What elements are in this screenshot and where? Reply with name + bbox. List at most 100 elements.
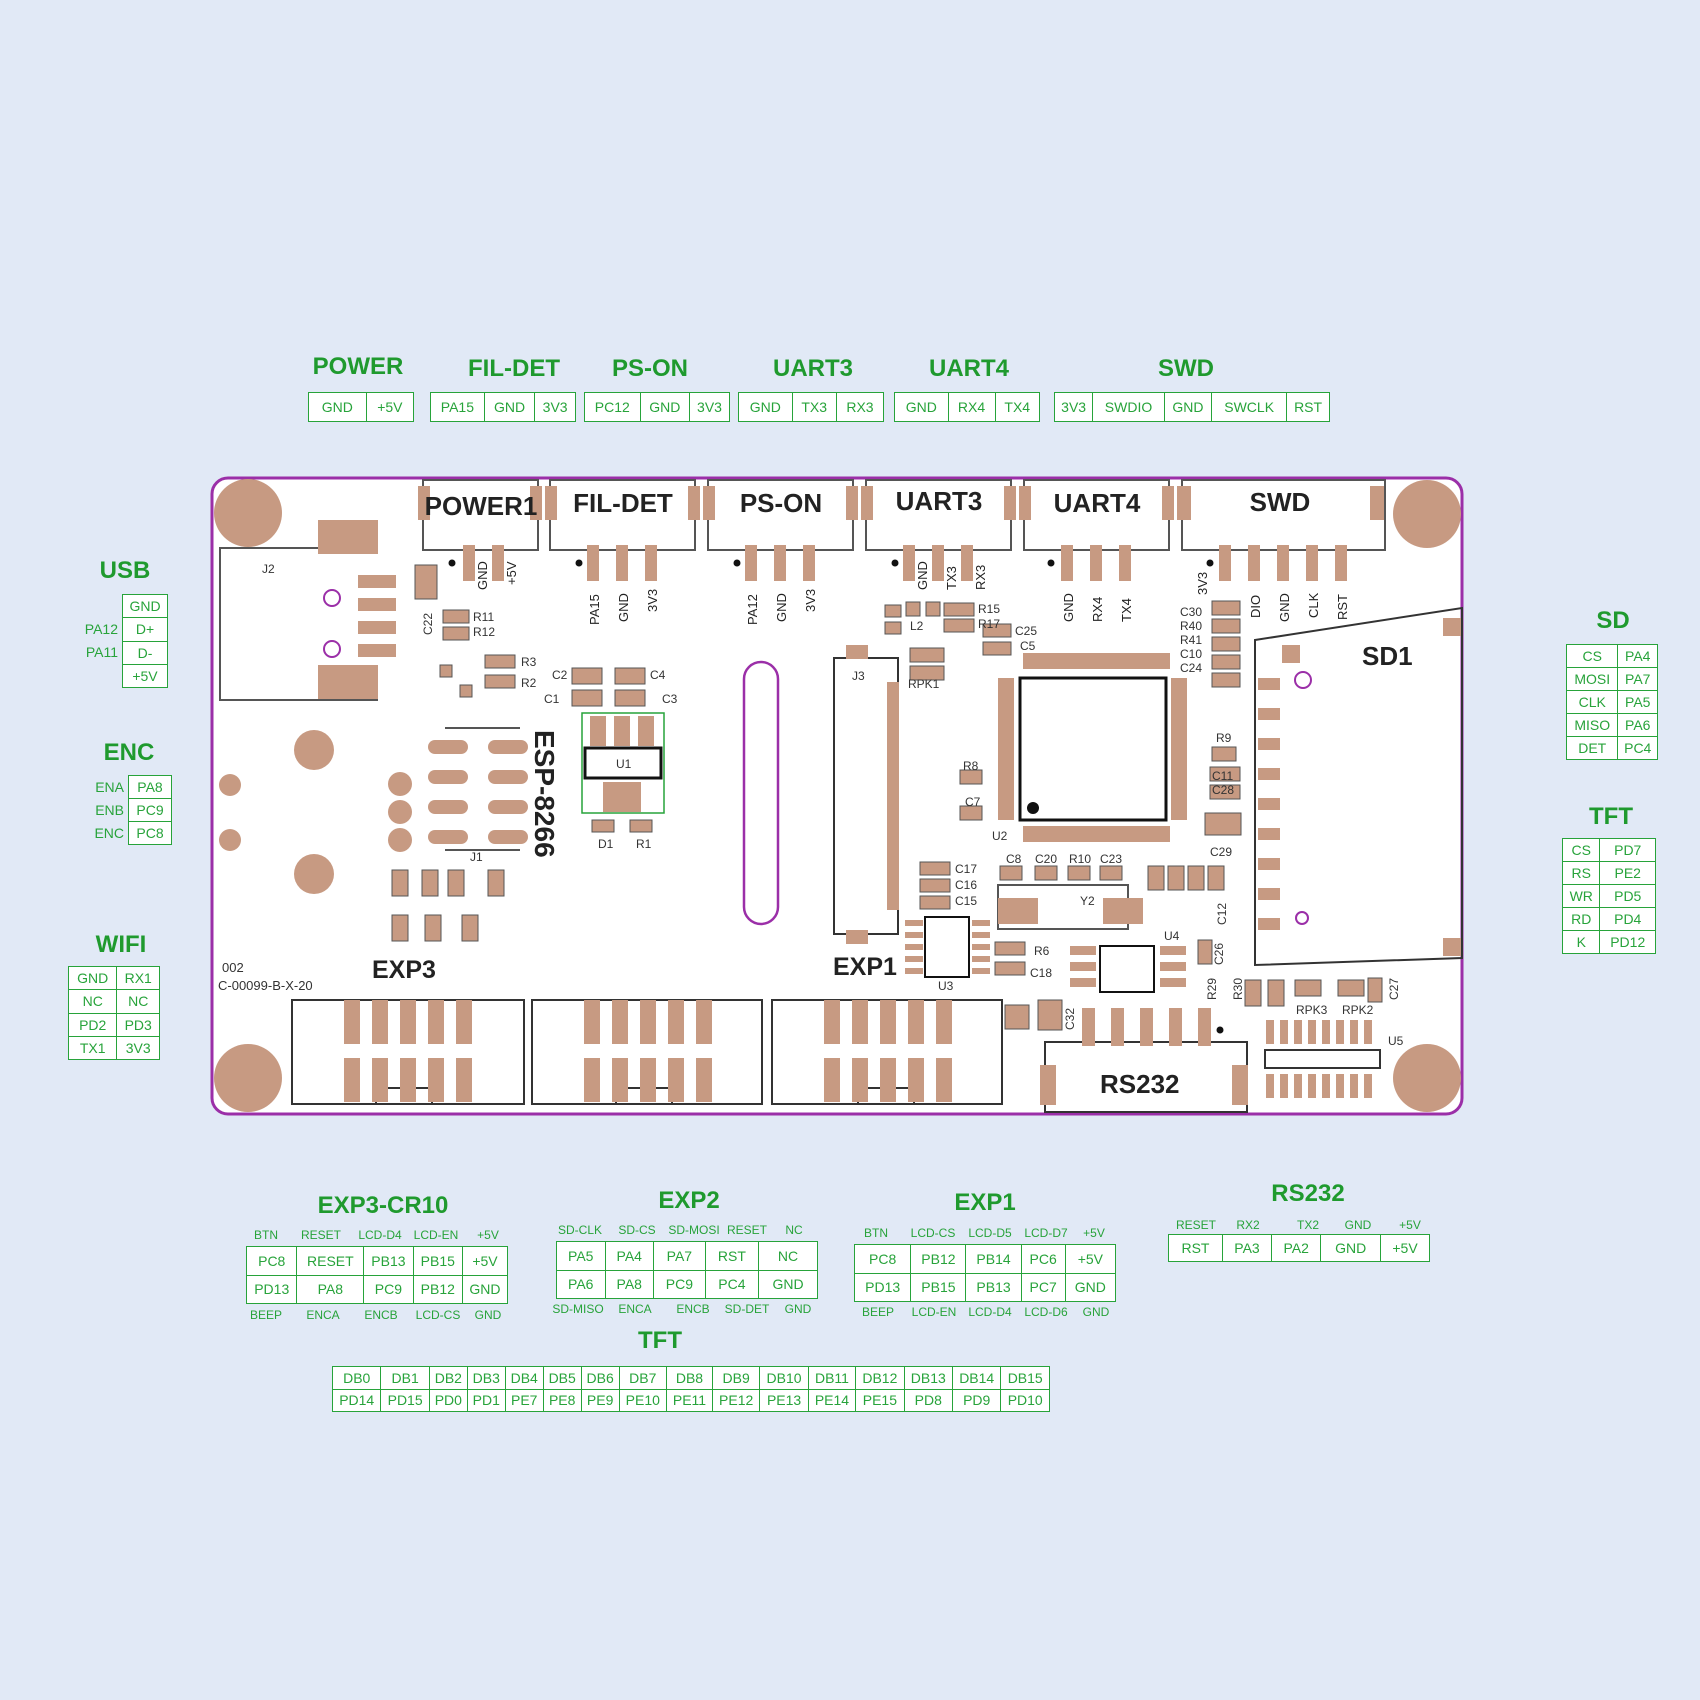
exp3-bottom-label: GND (474, 1308, 502, 1322)
exp1-top-label: LCD-D5 (968, 1226, 1012, 1240)
pin-cell: DB1 (380, 1366, 430, 1390)
swd-connector-title: SWD (1158, 355, 1214, 382)
mounting-hole (1393, 1044, 1461, 1112)
ref-r11: R11 (473, 610, 494, 624)
ref-c7: C7 (965, 795, 981, 809)
pin-cell: PD7 (1599, 838, 1656, 862)
ref-j2: J2 (262, 562, 275, 576)
pin-cell: SWCLK (1211, 392, 1288, 422)
pin-cell: PD9 (951, 1388, 1002, 1412)
wifi-connector-title: WIFI (95, 931, 147, 958)
ref-r15: R15 (978, 602, 1000, 616)
header-label-uart4: UART4 (1054, 488, 1141, 518)
rs232-title: RS232 (1271, 1180, 1345, 1207)
pin-cell: PD3 (116, 1012, 160, 1037)
header-label-uart3: UART3 (896, 486, 983, 516)
pin-label: 3V3 (803, 589, 818, 612)
pin-cell: PA8 (604, 1269, 654, 1299)
pin-cell: 3V3 (534, 392, 576, 422)
pin-cell: 3V3 (689, 392, 730, 422)
pin-cell: GND (639, 392, 691, 422)
pin-label: GND (475, 561, 490, 590)
pin-cell: DB13 (903, 1366, 954, 1390)
exp3-top-label: RESET (300, 1228, 341, 1242)
pin-cell: DB9 (711, 1366, 761, 1390)
pin-cell: RST (704, 1241, 760, 1271)
enc-pin-table: PA8 PC9 PC8 (128, 775, 172, 845)
pin-cell: D- (122, 640, 168, 665)
pin-label: GND (774, 593, 789, 622)
ref-c8: C8 (1006, 852, 1022, 866)
pin-cell: GND (461, 1274, 509, 1304)
pin-cell: NC (758, 1241, 818, 1271)
part-number-line-1: 002 (222, 960, 244, 975)
exp3-bottom-label: ENCB (364, 1308, 398, 1322)
ref-rpk2: RPK2 (1342, 1003, 1374, 1017)
pin-cell: PB12 (910, 1244, 967, 1274)
ref-r6: R6 (1034, 944, 1050, 958)
ref-c28: C28 (1212, 783, 1234, 797)
pin-label: RX4 (1090, 597, 1105, 622)
exp2-bottom-label: ENCA (618, 1302, 652, 1316)
uart3-connector-title: UART3 (772, 355, 853, 382)
pin-cell: PD8 (903, 1388, 954, 1412)
ref-c30: C30 (1180, 605, 1202, 619)
sd1-label: SD1 (1362, 641, 1413, 671)
exp3-bottom-label: ENCA (306, 1308, 340, 1322)
ref-c3: C3 (662, 692, 678, 706)
exp2-top-label: SD-CS (618, 1223, 656, 1237)
pin-cell: PC9 (128, 798, 172, 822)
ref-c15: C15 (955, 894, 977, 908)
power-pin-table: GND+5V (308, 392, 415, 422)
exp2-title: EXP2 (658, 1187, 720, 1214)
exp1-top-label: +5V (1083, 1226, 1105, 1240)
pin-cell: +5V (461, 1246, 509, 1276)
pin-cell: PE9 (580, 1388, 620, 1412)
ref-c22: C22 (421, 613, 435, 635)
exp2-bottom-label: SD-DET (724, 1302, 770, 1316)
pin-cell: PA6 (556, 1269, 606, 1299)
rs232-top-label: GND (1344, 1218, 1372, 1232)
pin-cell: GND (308, 392, 367, 422)
pin-cell: WR (1561, 884, 1601, 908)
pin-cell: PA2 (1271, 1234, 1322, 1262)
ref-c26: C26 (1212, 943, 1226, 965)
pin-label: 3V3 (645, 589, 660, 612)
ref-u3: U3 (938, 979, 954, 993)
u1-regulator (583, 746, 663, 780)
pin-label: +5V (504, 561, 519, 585)
tft-side-connector-title: TFT (1589, 803, 1633, 830)
ref-c5: C5 (1020, 639, 1036, 653)
mounting-hole (214, 479, 282, 547)
pin-cell: DET (1565, 736, 1619, 760)
ref-r10: R10 (1069, 852, 1091, 866)
exp1-bottom-label: LCD-D4 (968, 1305, 1012, 1319)
pin-cell: MOSI (1565, 667, 1619, 691)
exp1-top-label: BTN (864, 1226, 888, 1240)
ref-c24: C24 (1180, 661, 1202, 675)
ref-r8: R8 (963, 759, 979, 773)
exp1-top-label: LCD-D7 (1024, 1226, 1068, 1240)
enc-side-label: ENA (95, 779, 124, 795)
pin-cell: RX3 (835, 392, 885, 422)
pin-cell: +5V (1064, 1244, 1117, 1274)
ref-r40: R40 (1180, 619, 1202, 633)
pin-cell: PA5 (556, 1241, 606, 1271)
exp1-top-label: LCD-CS (910, 1226, 956, 1240)
pin-cell: DB14 (951, 1366, 1002, 1390)
pin-cell: PD0 (428, 1388, 468, 1412)
pin-cell: DB4 (504, 1366, 544, 1390)
ref-d1: D1 (598, 837, 614, 851)
esp-8266-label: ESP-8266 (529, 730, 560, 858)
enc-side-label: ENB (95, 802, 124, 818)
pin-label: DIO (1248, 595, 1263, 618)
pin-label: GND (616, 593, 631, 622)
usb-side-label-pa11: PA11 (85, 644, 118, 660)
rs232-top-label: +5V (1399, 1218, 1421, 1232)
pin-cell: PA8 (296, 1274, 365, 1304)
ref-c2: C2 (552, 668, 568, 682)
header-label-swd: SWD (1250, 487, 1311, 517)
